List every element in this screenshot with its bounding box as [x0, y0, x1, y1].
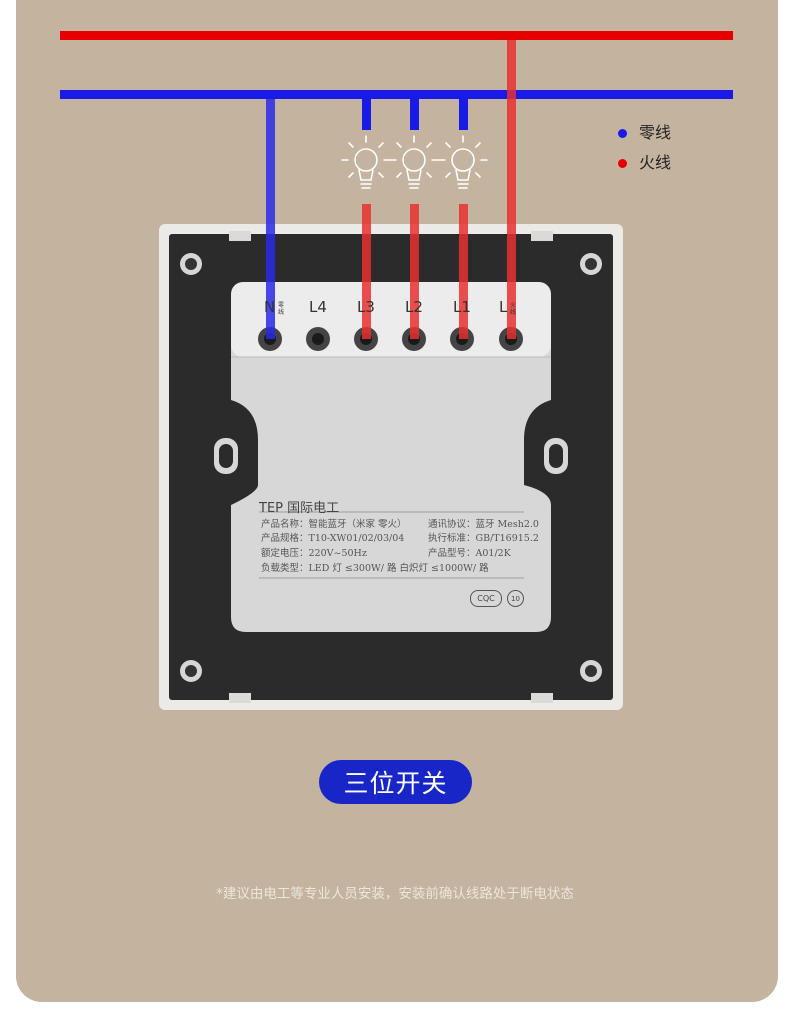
- terminal-label-L: L: [499, 298, 508, 316]
- neutral-drop: [362, 99, 371, 130]
- legend-live: 火线: [618, 148, 671, 178]
- neutral-wire-to-N: [266, 99, 275, 339]
- terminal-label-L4: L4: [309, 298, 327, 316]
- load-wire-L3: [362, 204, 371, 339]
- nameplate-product-spec: 产品规格：T10-XW01/02/03/04: [261, 533, 405, 544]
- legend-live-label: 火线: [639, 153, 672, 172]
- nameplate-product-name: 产品名称：智能蓝牙（米家 零火）: [261, 519, 407, 530]
- terminal-label-L2: L2: [405, 298, 423, 316]
- load-wire-L1: [459, 204, 468, 339]
- nameplate-model: 产品型号：A01/2K: [428, 548, 511, 559]
- frame-clip: [531, 231, 553, 241]
- neutral-dot-icon: [618, 128, 627, 138]
- terminal-label-N: N: [264, 298, 276, 316]
- live-wire-bus: [60, 31, 733, 40]
- safety-note: *建议由电工等专业人员安装，安装前确认线路处于断电状态: [216, 886, 574, 902]
- rating-mark: 10: [507, 590, 524, 607]
- bulb-icon: [341, 135, 391, 189]
- load-wire-L2: [410, 204, 419, 339]
- live-wire-to-L: [507, 40, 516, 339]
- legend-neutral-label: 零线: [639, 123, 672, 142]
- terminal-label-L1: L1: [453, 298, 471, 316]
- frame-clip: [229, 231, 251, 241]
- terminal-sub-N: 零线: [278, 302, 285, 316]
- nameplate-brand: TEP 国际电工: [259, 501, 340, 516]
- cqc-mark: CQC: [470, 590, 502, 607]
- wire-legend: 零线 火线: [618, 118, 671, 178]
- terminal-sub-L: 火线: [510, 302, 517, 316]
- nameplate-rated-voltage: 额定电压：220V~50Hz: [261, 548, 367, 559]
- frame-clip: [229, 693, 251, 703]
- switch-type-title: 三位开关: [319, 760, 472, 804]
- nameplate-standard: 执行标准：GB/T16915.2: [428, 533, 539, 544]
- switch-module: [231, 282, 551, 632]
- neutral-drop: [459, 99, 468, 130]
- neutral-drop: [410, 99, 419, 130]
- bulb-icon: [389, 135, 439, 189]
- bulb-icon: [438, 135, 488, 189]
- frame-clip: [531, 693, 553, 703]
- live-dot-icon: [618, 158, 627, 168]
- terminal-label-L3: L3: [357, 298, 375, 316]
- nameplate-load-type: 负载类型：LED 灯 ≤300W/ 路 白炽灯 ≤1000W/ 路: [261, 563, 489, 574]
- neutral-wire-bus: [60, 90, 733, 99]
- nameplate-protocol: 通讯协议：蓝牙 Mesh2.0: [428, 519, 539, 530]
- legend-neutral: 零线: [618, 118, 671, 148]
